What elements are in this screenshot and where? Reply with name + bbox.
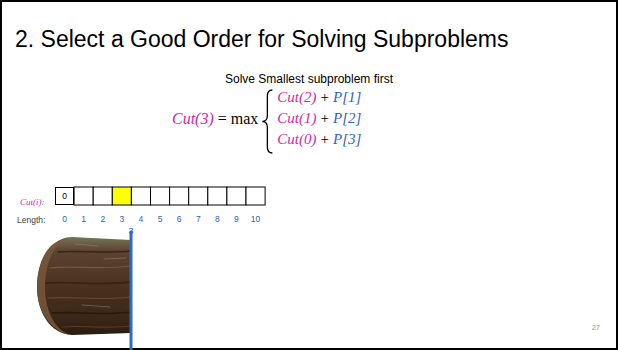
label-wrap: 5 xyxy=(158,208,163,226)
length-number: 8 xyxy=(215,215,220,224)
label-wrap: 7 xyxy=(196,208,201,226)
bark-texture xyxy=(46,244,131,327)
length-number: 10 xyxy=(251,215,260,224)
bark-stripe xyxy=(58,251,131,252)
label-wrap: 6 xyxy=(177,208,182,226)
label-wrap: Solve Smallest subproblem first xyxy=(225,69,393,87)
label-wrap: Cut(i): xyxy=(20,191,45,209)
label-wrap: 4 xyxy=(139,208,144,226)
equation-row: Cut(2) +P[1] xyxy=(277,90,361,106)
curly-brace xyxy=(262,90,272,153)
array-cell: 0 xyxy=(55,187,74,205)
label-wrap: 1 xyxy=(81,208,86,226)
length-number: 6 xyxy=(177,215,182,224)
cell-value: 0 xyxy=(62,192,67,201)
operator: + xyxy=(321,132,329,148)
operator: + xyxy=(321,90,329,106)
slide-title: 2. Select a Good Order for Solving Subpr… xyxy=(15,27,508,51)
label-wrap: 9 xyxy=(234,208,239,226)
operator: + xyxy=(321,111,329,127)
operator: = max xyxy=(218,111,259,128)
equation-row: Cut(1) +P[2] xyxy=(277,111,361,127)
price-term: P[1] xyxy=(333,90,361,106)
label-wrap: 2 xyxy=(100,208,105,226)
bark-stripe xyxy=(75,244,126,307)
array-cell xyxy=(208,187,227,205)
bark-stripe xyxy=(48,297,131,299)
array-cell xyxy=(112,187,131,205)
cut-line xyxy=(130,231,133,350)
length-number: 0 xyxy=(62,215,67,224)
function-name: Cut(3) xyxy=(172,111,214,128)
label-wrap: 3 xyxy=(119,208,124,226)
array-cell xyxy=(93,187,112,205)
price-term: P[3] xyxy=(333,132,361,148)
label-wrap: 0 xyxy=(62,208,67,226)
length-number: 9 xyxy=(234,215,239,224)
array-label: Cut(i): xyxy=(20,198,45,207)
label-wrap: 3 xyxy=(128,220,133,238)
title-wrap: 2. Select a Good Order for Solving Subpr… xyxy=(15,27,508,51)
array-cell xyxy=(170,187,189,205)
function-name: Cut(1) xyxy=(277,111,316,127)
equation-row: Cut(3)= max xyxy=(172,111,258,128)
label-wrap: Length: xyxy=(17,209,45,227)
bark-stripe xyxy=(46,282,131,284)
axis-label: Length: xyxy=(17,216,45,225)
array-cell xyxy=(131,187,150,205)
array-cell xyxy=(227,187,246,205)
label-wrap: 8 xyxy=(215,208,220,226)
length-number: 3 xyxy=(119,215,124,224)
array-cell xyxy=(189,187,208,205)
array-cell xyxy=(246,187,265,205)
equation-row: Cut(0) +P[3] xyxy=(277,132,361,148)
label-wrap: 10 xyxy=(251,208,260,226)
length-number: 5 xyxy=(158,215,163,224)
length-number: 7 xyxy=(196,215,201,224)
bark-stripe xyxy=(62,326,131,327)
function-name: Cut(0) xyxy=(277,132,316,148)
function-name: Cut(2) xyxy=(277,90,316,106)
page-number: 27 xyxy=(592,324,600,331)
label-wrap: 27 xyxy=(592,316,600,334)
bark-stripe xyxy=(52,312,131,314)
cut-number: 3 xyxy=(128,227,133,236)
length-number: 4 xyxy=(139,215,144,224)
subtitle: Solve Smallest subproblem first xyxy=(225,73,393,86)
price-term: P[2] xyxy=(333,111,361,127)
length-number: 2 xyxy=(100,215,105,224)
bark-stripe xyxy=(50,266,131,268)
log-body xyxy=(37,237,131,335)
array-cell xyxy=(151,187,170,205)
array-cell xyxy=(74,187,93,205)
length-number: 1 xyxy=(81,215,86,224)
